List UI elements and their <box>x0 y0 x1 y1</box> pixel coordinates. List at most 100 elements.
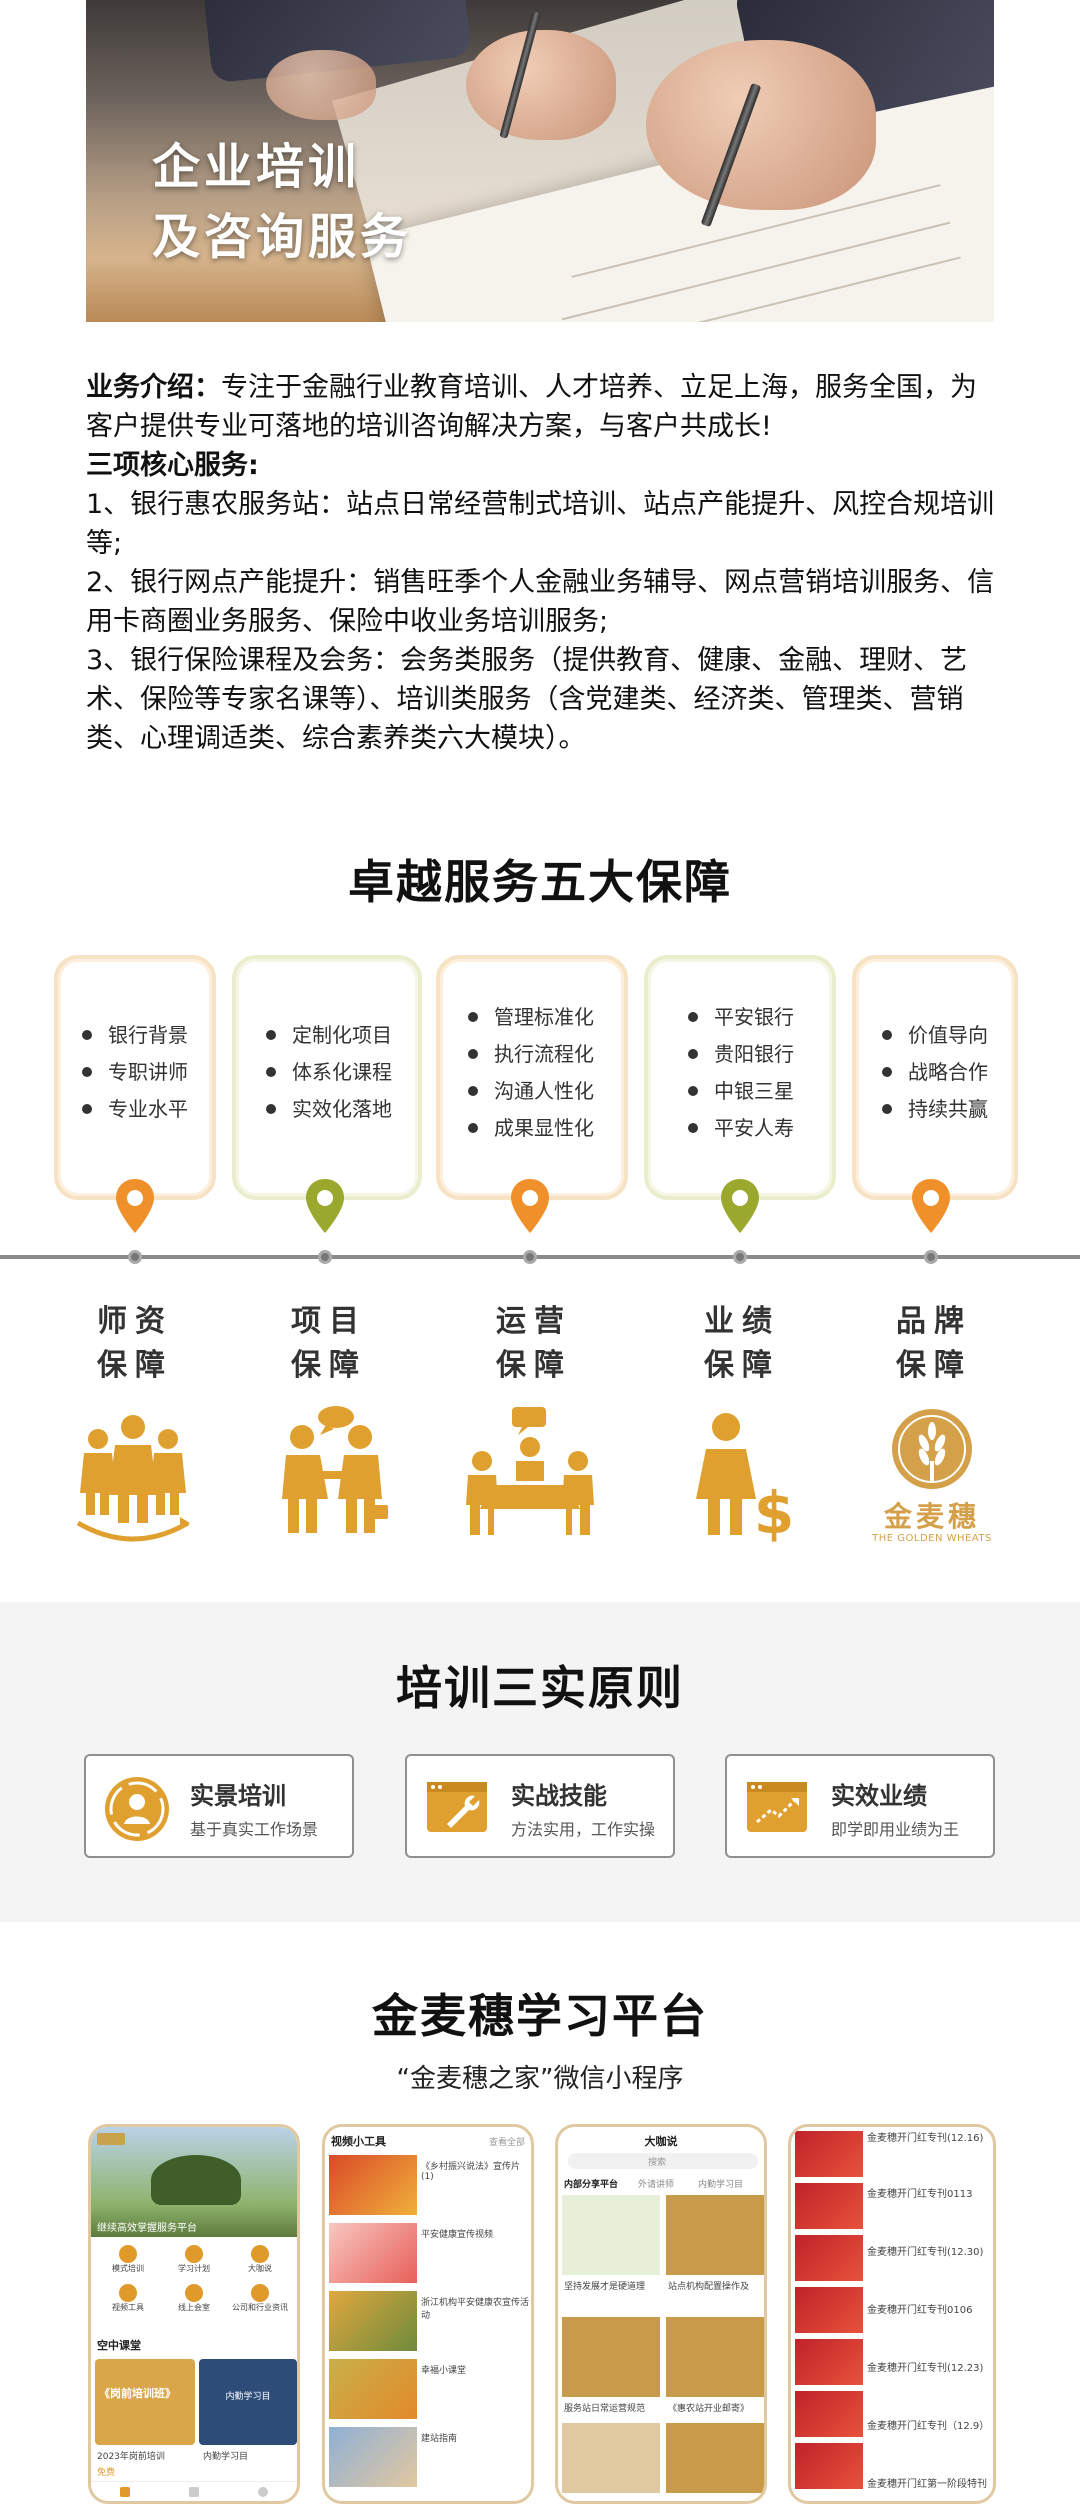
newsletter-title[interactable]: 金麦穗开门红专刊（12.9） <box>867 2421 990 2432</box>
newsletter-title[interactable]: 金麦穗开门红第一阶段特刊 <box>867 2479 987 2490</box>
logo-text: 金麦穗 <box>883 1500 980 1533</box>
search-input[interactable]: 搜索 <box>568 2153 758 2169</box>
content-title: 《惠农站开业邮寄》 <box>668 2404 750 2414</box>
card-item: 执行流程化 <box>468 1036 624 1073</box>
core-service-item: 3、银行保险课程及会务：会务类服务（提供教育、健康、金融、理财、艺术、保险等专家… <box>86 645 968 754</box>
newsletter-thumbnail[interactable] <box>795 2235 863 2281</box>
logo-subtext: THE GOLDEN WHEATS <box>872 1533 992 1544</box>
card-item: 管理标准化 <box>468 999 624 1036</box>
principle-title: 实景培训 <box>190 1782 286 1810</box>
newsletter-title[interactable]: 金麦穗开门红专刊(12.23) <box>867 2363 984 2374</box>
principle-card-skills[interactable]: 实战技能 方法实用，工作实操 <box>405 1754 675 1858</box>
newsletter-thumbnail[interactable] <box>795 2131 863 2177</box>
content-title: 站点机构配置操作及 <box>668 2282 750 2292</box>
newsletter-title[interactable]: 金麦穗开门红专刊0106 <box>867 2305 973 2316</box>
hero-banner: 企业培训 及咨询服务 <box>86 0 994 322</box>
hero-title-line1: 企业培训 <box>152 139 361 195</box>
newsletter-title[interactable]: 金麦穗开门红专刊0113 <box>867 2189 973 2200</box>
course-title: 2023年岗前培训 <box>97 2452 165 2462</box>
grid-item[interactable]: 学习计划 <box>161 2245 227 2274</box>
video-thumbnail[interactable] <box>329 2223 417 2283</box>
newsletter-title[interactable]: 金麦穗开门红专刊(12.16) <box>867 2133 984 2144</box>
view-all-link[interactable]: 查看全部 <box>488 2138 525 2148</box>
guarantee-card-faculty: 银行背景 专职讲师 专业水平 <box>54 955 216 1200</box>
grid-item[interactable]: 大咖说 <box>227 2245 293 2274</box>
tab-internal[interactable]: 内部分享平台 <box>564 2180 619 2190</box>
video-thumbnail[interactable] <box>329 2291 417 2351</box>
newsletter-title[interactable]: 金麦穗开门红专刊(12.30) <box>867 2247 984 2258</box>
course-title: 内勤学习目 <box>203 2452 249 2462</box>
guarantee-card-performance: 平安银行 贵阳银行 中银三星 平安人寿 <box>644 955 836 1200</box>
content-card[interactable] <box>562 2317 660 2397</box>
axis-dot <box>523 1250 537 1264</box>
newsletter-thumbnail[interactable] <box>795 2339 863 2385</box>
svg-text:$: $ <box>754 1479 794 1545</box>
golden-wheats-logo: 金麦穗 THE GOLDEN WHEATS <box>862 1405 1002 1545</box>
principle-title: 实战技能 <box>511 1782 607 1810</box>
map-pin-icon <box>721 1179 759 1233</box>
card-item: 价值导向 <box>882 1017 1014 1054</box>
card-item: 实效化落地 <box>266 1091 418 1128</box>
core-services-title: 三项核心服务: <box>86 450 259 481</box>
video-thumbnail[interactable] <box>329 2359 417 2419</box>
principle-subtitle: 即学即用业绩为王 <box>831 1820 960 1839</box>
grid-item[interactable]: 公司和行业资讯 <box>227 2284 293 2313</box>
video-title: 幸福小课堂 <box>421 2366 467 2376</box>
chart-board-icon <box>747 1782 807 1832</box>
map-pin-icon <box>912 1179 950 1233</box>
profile-tab-icon[interactable] <box>257 2486 268 2497</box>
map-pin-icon <box>306 1179 344 1233</box>
principle-subtitle: 方法实用，工作实操 <box>511 1820 656 1839</box>
card-item: 成果显性化 <box>468 1110 624 1147</box>
phone-screenshot-videos: 视频小工具 查看全部 《乡村振兴说法》宣传片(1) 平安健康宣传视频 浙江机构平… <box>322 2124 534 2504</box>
timeline-axis <box>0 1255 1080 1259</box>
grid-item[interactable]: 模式培训 <box>95 2245 161 2274</box>
screen-header: 视频小工具 <box>331 2135 386 2148</box>
newsletter-thumbnail[interactable] <box>795 2391 863 2437</box>
card-item: 持续共赢 <box>882 1091 1014 1128</box>
card-item: 战略合作 <box>882 1054 1014 1091</box>
scene-icon <box>105 1777 169 1841</box>
tab-external[interactable]: 外请讲师 <box>638 2180 675 2190</box>
video-title: 平安健康宣传视频 <box>421 2230 494 2240</box>
course-card[interactable]: 《岗前培训班》 <box>95 2359 195 2445</box>
content-card[interactable] <box>562 2423 660 2493</box>
guarantee-label-performance: 业绩保障 <box>704 1304 780 1383</box>
grid-item[interactable]: 线上会室 <box>161 2284 227 2313</box>
card-item: 专职讲师 <box>82 1054 212 1091</box>
tools-icon <box>427 1782 487 1832</box>
axis-dot <box>318 1250 332 1264</box>
course-card[interactable]: 内勤学习目 <box>199 2359 297 2445</box>
money-man-icon: $ <box>696 1413 794 1545</box>
card-item: 平安人寿 <box>688 1110 832 1147</box>
banner-text: 继续高效掌握服务平台 <box>97 2223 197 2234</box>
video-thumbnail[interactable] <box>329 2155 417 2215</box>
platform-subtitle: “金麦穗之家”微信小程序 <box>396 2064 684 2094</box>
content-card[interactable] <box>666 2423 764 2493</box>
video-thumbnail[interactable] <box>329 2427 417 2487</box>
content-card[interactable] <box>666 2317 764 2397</box>
principle-card-scene[interactable]: 实景培训 基于真实工作场景 <box>84 1754 354 1858</box>
guarantee-card-operation: 管理标准化 执行流程化 沟通人性化 成果显性化 <box>436 955 628 1200</box>
tab-learning[interactable]: 内勤学习目 <box>698 2180 744 2190</box>
content-card[interactable] <box>562 2195 660 2275</box>
price-tag: 免费 <box>97 2468 116 2478</box>
card-item: 银行背景 <box>82 1017 212 1054</box>
newsletter-thumbnail[interactable] <box>795 2443 863 2489</box>
guarantee-card-brand: 价值导向 战略合作 持续共赢 <box>852 955 1018 1200</box>
principle-card-performance[interactable]: 实效业绩 即学即用业绩为王 <box>725 1754 995 1858</box>
content-card[interactable] <box>666 2195 764 2275</box>
newsletter-thumbnail[interactable] <box>795 2287 863 2333</box>
card-item: 中银三星 <box>688 1073 832 1110</box>
card-item: 贵阳银行 <box>688 1036 832 1073</box>
message-tab-icon[interactable] <box>188 2486 199 2497</box>
guarantee-label-operation: 运营保障 <box>496 1304 572 1383</box>
intro-text: 专注于金融行业教育培训、人才培养、立足上海，服务全国，为客户提供专业可落地的培训… <box>86 372 977 442</box>
newsletter-thumbnail[interactable] <box>795 2183 863 2229</box>
guarantee-label-faculty: 师资保障 <box>97 1304 173 1383</box>
grid-item[interactable]: 视频工具 <box>95 2284 161 2313</box>
card-item: 定制化项目 <box>266 1017 418 1054</box>
map-pin-icon <box>511 1179 549 1233</box>
home-tab-icon[interactable] <box>120 2486 131 2497</box>
video-title: 浙江机构平安健康农宣传活动 <box>421 2298 530 2321</box>
